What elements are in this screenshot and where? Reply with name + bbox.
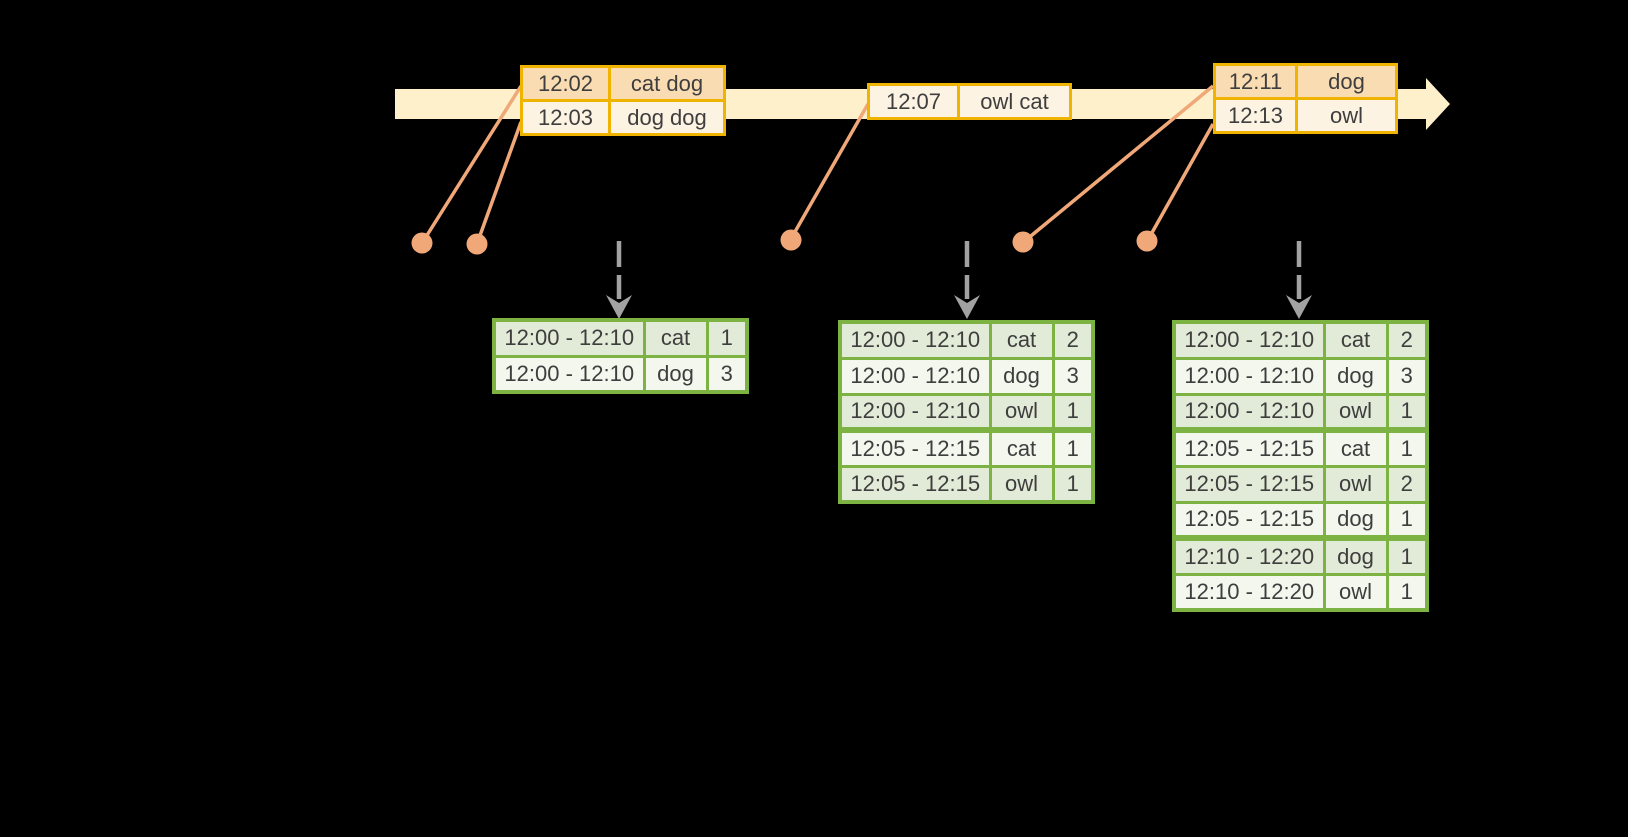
event-connector-line [422,85,523,241]
timeline-arrowhead-icon [1426,78,1450,130]
event-connector-line [476,121,523,242]
result-cell: 1 [1051,392,1095,433]
result-cell: 1 [1385,428,1429,468]
trigger-arrow-head-icon [1286,295,1312,319]
result-cell: dog [1322,356,1389,396]
result-cell: dog [642,354,709,394]
event-cell: owl [1295,97,1398,134]
result-cell: owl [988,392,1055,433]
event-dot-icon [780,229,802,251]
result-cell: 12:10 - 12:20 [1172,536,1326,576]
result-cell: 12:05 - 12:15 [1172,428,1326,468]
result-cell: 1 [1385,536,1429,576]
result-cell: 2 [1385,464,1429,504]
result-cell: 1 [1051,464,1095,504]
result-cell: 12:00 - 12:10 [1172,320,1326,360]
result-cell: 12:00 - 12:10 [838,392,992,433]
result-cell: 12:00 - 12:10 [838,356,992,396]
result-cell: 1 [1051,428,1095,468]
result-cell: cat [1322,428,1389,468]
result-cell: 2 [1385,320,1429,360]
result-cell: 1 [1385,392,1429,433]
event-cell: 12:03 [520,99,611,136]
event-dot-icon [1136,230,1158,252]
result-cell: owl [988,464,1055,504]
result-cell: 3 [1051,356,1095,396]
result-cell: cat [988,428,1055,468]
result-cell: 12:05 - 12:15 [838,464,992,504]
result-cell: dog [1322,500,1389,541]
result-cell: owl [1322,464,1389,504]
result-cell: 12:05 - 12:15 [838,428,992,468]
result-cell: cat [1322,320,1389,360]
result-cell: dog [1322,536,1389,576]
event-cell: 12:13 [1213,97,1298,134]
event-cell: dog [1295,63,1398,100]
event-connector-line [790,103,870,238]
result-cell: cat [642,318,709,358]
result-cell: owl [1322,392,1389,433]
event-connector-line [1024,84,1215,242]
event-dot-icon [466,233,488,255]
result-cell: 12:10 - 12:20 [1172,572,1326,612]
event-cell: dog dog [608,99,726,136]
result-cell: dog [988,356,1055,396]
event-cell: cat dog [608,65,726,102]
event-connector-line [1147,123,1215,239]
result-cell: cat [988,320,1055,360]
result-cell: 12:05 - 12:15 [1172,500,1326,541]
result-cell: 12:00 - 12:10 [492,318,646,358]
event-dot-icon [1012,231,1034,253]
result-cell: 1 [1385,500,1429,541]
result-cell: 12:05 - 12:15 [1172,464,1326,504]
result-cell: owl [1322,572,1389,612]
result-cell: 12:00 - 12:10 [1172,392,1326,433]
event-cell: 12:11 [1213,63,1298,100]
event-cell: 12:07 [867,83,960,120]
result-cell: 1 [1385,572,1429,612]
result-cell: 3 [1385,356,1429,396]
result-cell: 12:00 - 12:10 [1172,356,1326,396]
result-cell: 12:00 - 12:10 [492,354,646,394]
result-cell: 2 [1051,320,1095,360]
event-dot-icon [411,232,433,254]
result-cell: 3 [705,354,749,394]
trigger-arrow-head-icon [606,295,632,319]
event-cell: owl cat [957,83,1072,120]
result-cell: 1 [705,318,749,358]
event-cell: 12:02 [520,65,611,102]
trigger-arrow-head-icon [954,295,980,319]
result-cell: 12:00 - 12:10 [838,320,992,360]
